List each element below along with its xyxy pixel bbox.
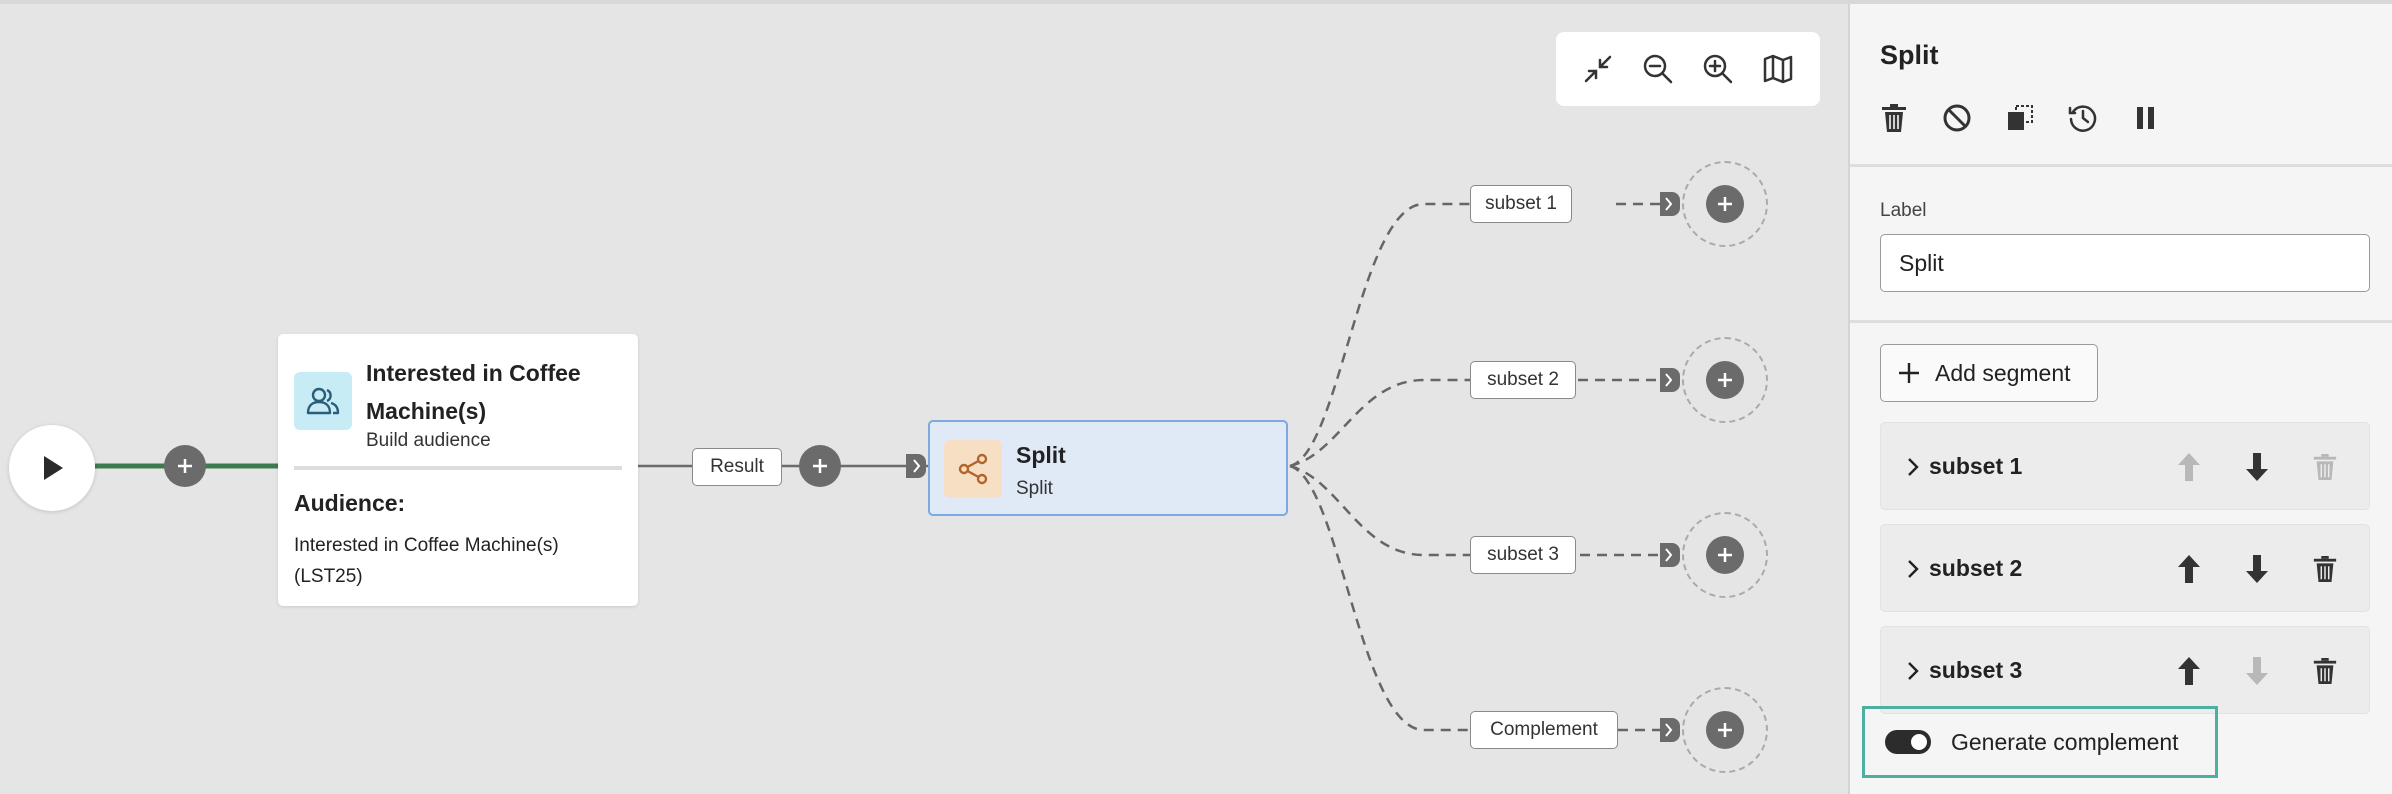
move-down-icon[interactable]	[2233, 545, 2281, 593]
add-activity-button[interactable]	[164, 445, 206, 487]
result-label: Result	[692, 448, 782, 486]
node-subtitle: Build audience	[366, 430, 491, 451]
top-border	[0, 0, 2392, 4]
toggle-knob	[1911, 734, 1927, 750]
properties-panel: Split Label Add segment subset 1	[1848, 4, 2392, 794]
branch-connector-4	[1289, 464, 1470, 732]
move-down-icon[interactable]	[2233, 443, 2281, 491]
add-activity-button[interactable]	[1706, 536, 1744, 574]
play-icon	[44, 456, 63, 480]
chevron-right-icon[interactable]	[1903, 555, 1923, 583]
history-icon[interactable]	[2061, 96, 2105, 140]
delete-icon[interactable]	[1872, 96, 1916, 140]
delete-icon[interactable]	[2301, 443, 2349, 491]
node-title: Interested in Coffee Machine(s)	[366, 360, 581, 424]
zoom-in-icon[interactable]	[1696, 47, 1740, 91]
workflow-canvas[interactable]: Interested in Coffee Machine(s) Build au…	[0, 4, 1848, 794]
copy-icon[interactable]	[1998, 96, 2042, 140]
pause-icon[interactable]	[2124, 96, 2168, 140]
delete-icon[interactable]	[2301, 545, 2349, 593]
branch-label-subset-3: subset 3	[1470, 536, 1576, 574]
label-field-label: Label	[1880, 200, 1927, 221]
plus-icon	[813, 459, 827, 473]
plus-icon	[178, 459, 192, 473]
generate-complement-toggle[interactable]	[1885, 730, 1931, 754]
branch-connector-3	[1289, 464, 1470, 557]
branch-label-complement: Complement	[1470, 711, 1618, 749]
add-activity-button[interactable]	[1706, 361, 1744, 399]
move-up-icon[interactable]	[2165, 647, 2213, 695]
audience-value: Interested in Coffee Machine(s) (LST25)	[294, 535, 559, 587]
map-icon[interactable]	[1756, 47, 1800, 91]
add-activity-button[interactable]	[1706, 185, 1744, 223]
branch-label-subset-1: subset 1	[1470, 185, 1572, 223]
branch-end-node[interactable]	[1682, 687, 1768, 773]
segment-row-subset-3[interactable]: subset 3	[1880, 626, 2370, 714]
split-icon	[944, 440, 1002, 498]
canvas-toolbar	[1556, 32, 1820, 106]
plus-icon	[1718, 548, 1732, 562]
plus-icon	[1718, 723, 1732, 737]
connector-lines	[95, 192, 1680, 742]
zoom-out-icon[interactable]	[1636, 47, 1680, 91]
add-segment-label: Add segment	[1935, 359, 2071, 386]
branch-connector-2	[1289, 378, 1470, 468]
node-divider	[294, 466, 622, 470]
move-down-icon[interactable]	[2233, 647, 2281, 695]
generate-complement-highlight: Generate complement	[1862, 706, 2218, 778]
node-title: Split	[1016, 442, 1066, 468]
add-segment-button[interactable]: Add segment	[1880, 344, 2098, 402]
segment-name: subset 1	[1929, 453, 2023, 479]
branch-connector-1	[1289, 202, 1470, 468]
start-button[interactable]	[9, 425, 95, 511]
generate-complement-label: Generate complement	[1951, 728, 2179, 755]
plus-icon	[1718, 197, 1732, 211]
panel-divider	[1850, 320, 2392, 323]
branch-end-node[interactable]	[1682, 512, 1768, 598]
panel-title: Split	[1880, 40, 1939, 70]
split-node[interactable]: Split Split	[928, 420, 1288, 516]
add-activity-button[interactable]	[1706, 711, 1744, 749]
chevron-right-icon[interactable]	[1903, 657, 1923, 685]
audience-icon	[294, 372, 352, 430]
delete-icon[interactable]	[2301, 647, 2349, 695]
segment-row-subset-2[interactable]: subset 2	[1880, 524, 2370, 612]
segment-row-subset-1[interactable]: subset 1	[1880, 422, 2370, 510]
plus-icon	[1718, 373, 1732, 387]
add-activity-button[interactable]	[799, 445, 841, 487]
chevron-right-icon[interactable]	[1903, 453, 1923, 481]
segment-name: subset 2	[1929, 555, 2023, 581]
move-up-icon[interactable]	[2165, 443, 2213, 491]
node-subtitle: Split	[1016, 478, 1053, 499]
split-input-port	[906, 454, 926, 478]
segment-name: subset 3	[1929, 657, 2023, 683]
collapse-icon[interactable]	[1576, 47, 1620, 91]
audience-label: Audience:	[294, 490, 406, 516]
branch-end-node[interactable]	[1682, 337, 1768, 423]
disable-icon[interactable]	[1935, 96, 1979, 140]
plus-icon	[1899, 363, 1919, 383]
label-input[interactable]	[1880, 234, 2370, 292]
branch-end-node[interactable]	[1682, 161, 1768, 247]
branch-label-subset-2: subset 2	[1470, 361, 1576, 399]
build-audience-node[interactable]: Interested in Coffee Machine(s) Build au…	[278, 334, 638, 606]
panel-actions	[1872, 96, 2168, 140]
panel-divider	[1850, 164, 2392, 167]
move-up-icon[interactable]	[2165, 545, 2213, 593]
